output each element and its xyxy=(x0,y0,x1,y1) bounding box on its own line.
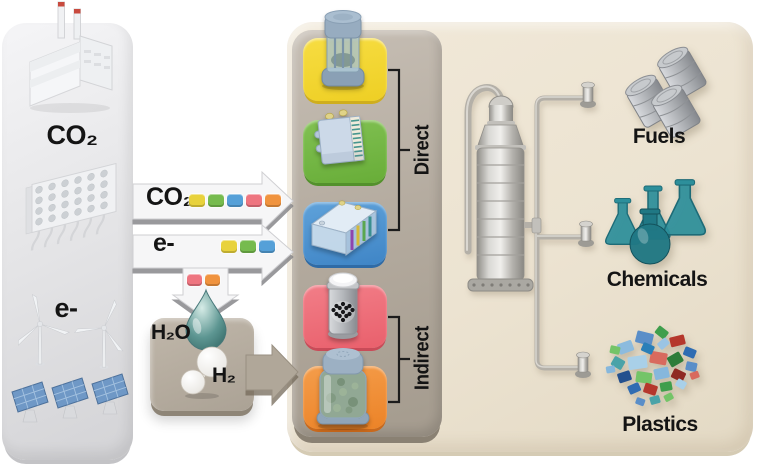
direct-group-label: Direct xyxy=(411,124,434,176)
electrolyzer-stack-icon xyxy=(314,109,365,165)
fuels-label: Fuels xyxy=(632,125,686,148)
route-color-chip xyxy=(265,194,281,207)
valve-icon xyxy=(575,81,596,378)
h2o-label: H₂O xyxy=(151,321,191,344)
route-color-chip xyxy=(246,194,262,207)
bioreactor-icon xyxy=(316,348,370,430)
dac-fan-array-icon xyxy=(25,162,117,251)
flasks-icon xyxy=(605,179,707,265)
route-color-chip xyxy=(259,240,275,253)
photoreactor-icon xyxy=(321,10,365,90)
catalytic-reactor-icon xyxy=(326,272,360,339)
e-arrow-label: e- xyxy=(153,229,175,257)
route-color-chip xyxy=(221,240,237,253)
distillation-column-and-pipes xyxy=(464,81,596,378)
plastic-pieces-icon xyxy=(605,325,700,407)
co2-arrow-label: CO₂ xyxy=(146,183,194,211)
chemicals-label: Chemicals xyxy=(606,268,708,291)
h2-route-color-chips xyxy=(187,274,220,286)
co2-route-color-chips xyxy=(189,194,281,207)
route-color-chip xyxy=(187,274,202,286)
co2-source-label: CO₂ xyxy=(46,120,99,150)
e-route-color-chips xyxy=(221,240,275,253)
e-arrow xyxy=(132,223,294,282)
solar-panels-icon xyxy=(11,373,129,423)
indirect-bracket xyxy=(388,315,410,404)
route-color-chip xyxy=(205,274,220,286)
group-brackets xyxy=(388,68,410,404)
plastics-label: Plastics xyxy=(622,413,698,436)
direct-bracket xyxy=(388,68,410,232)
flow-arrows xyxy=(132,170,294,319)
photoelectrochemical-cell-icon xyxy=(310,200,378,256)
indirect-group-label: Indirect xyxy=(411,325,434,391)
h2-label: H₂ xyxy=(212,364,236,387)
route-color-chip xyxy=(208,194,224,207)
route-color-chip xyxy=(189,194,205,207)
electricity-source-label: e- xyxy=(54,293,78,323)
wind-turbines-icon xyxy=(18,294,124,369)
route-color-chip xyxy=(227,194,243,207)
h2-out-arrow xyxy=(245,343,299,402)
route-color-chip xyxy=(240,240,256,253)
h2-molecule-icon xyxy=(180,346,228,399)
factory-icon xyxy=(29,1,113,113)
oil-barrels-icon xyxy=(625,46,707,138)
